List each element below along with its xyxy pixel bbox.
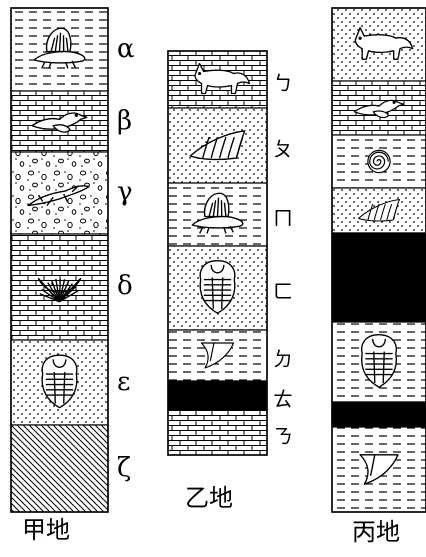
layer-label: ε — [117, 367, 130, 397]
layer-label: ζ — [117, 453, 131, 483]
column-caption: 丙地 — [352, 512, 400, 547]
layer-label: ㄊ — [273, 383, 293, 412]
layer-label: β — [117, 106, 132, 136]
column-caption: 乙地 — [185, 478, 233, 513]
layer-black — [332, 233, 426, 322]
layer-label: ㄈ — [273, 275, 293, 304]
layer-black — [332, 402, 426, 427]
layer-bricks — [168, 410, 267, 455]
column-2 — [168, 51, 267, 455]
column-1 — [11, 8, 108, 512]
layer-label: ㄆ — [273, 133, 293, 162]
layer-black — [168, 381, 267, 410]
layer-label: ㄇ — [273, 202, 293, 231]
layer-label: δ — [117, 271, 133, 301]
layer-hatch — [11, 425, 108, 512]
layer-label: α — [117, 34, 135, 64]
layer-label: γ — [117, 177, 133, 207]
column-caption: 甲地 — [22, 510, 70, 545]
layer-label: ㄉ — [273, 343, 293, 372]
layer-label: ㄋ — [273, 420, 293, 449]
column-3 — [332, 8, 426, 512]
layer-label: ㄅ — [273, 67, 293, 96]
ammonite-icon — [368, 150, 390, 172]
